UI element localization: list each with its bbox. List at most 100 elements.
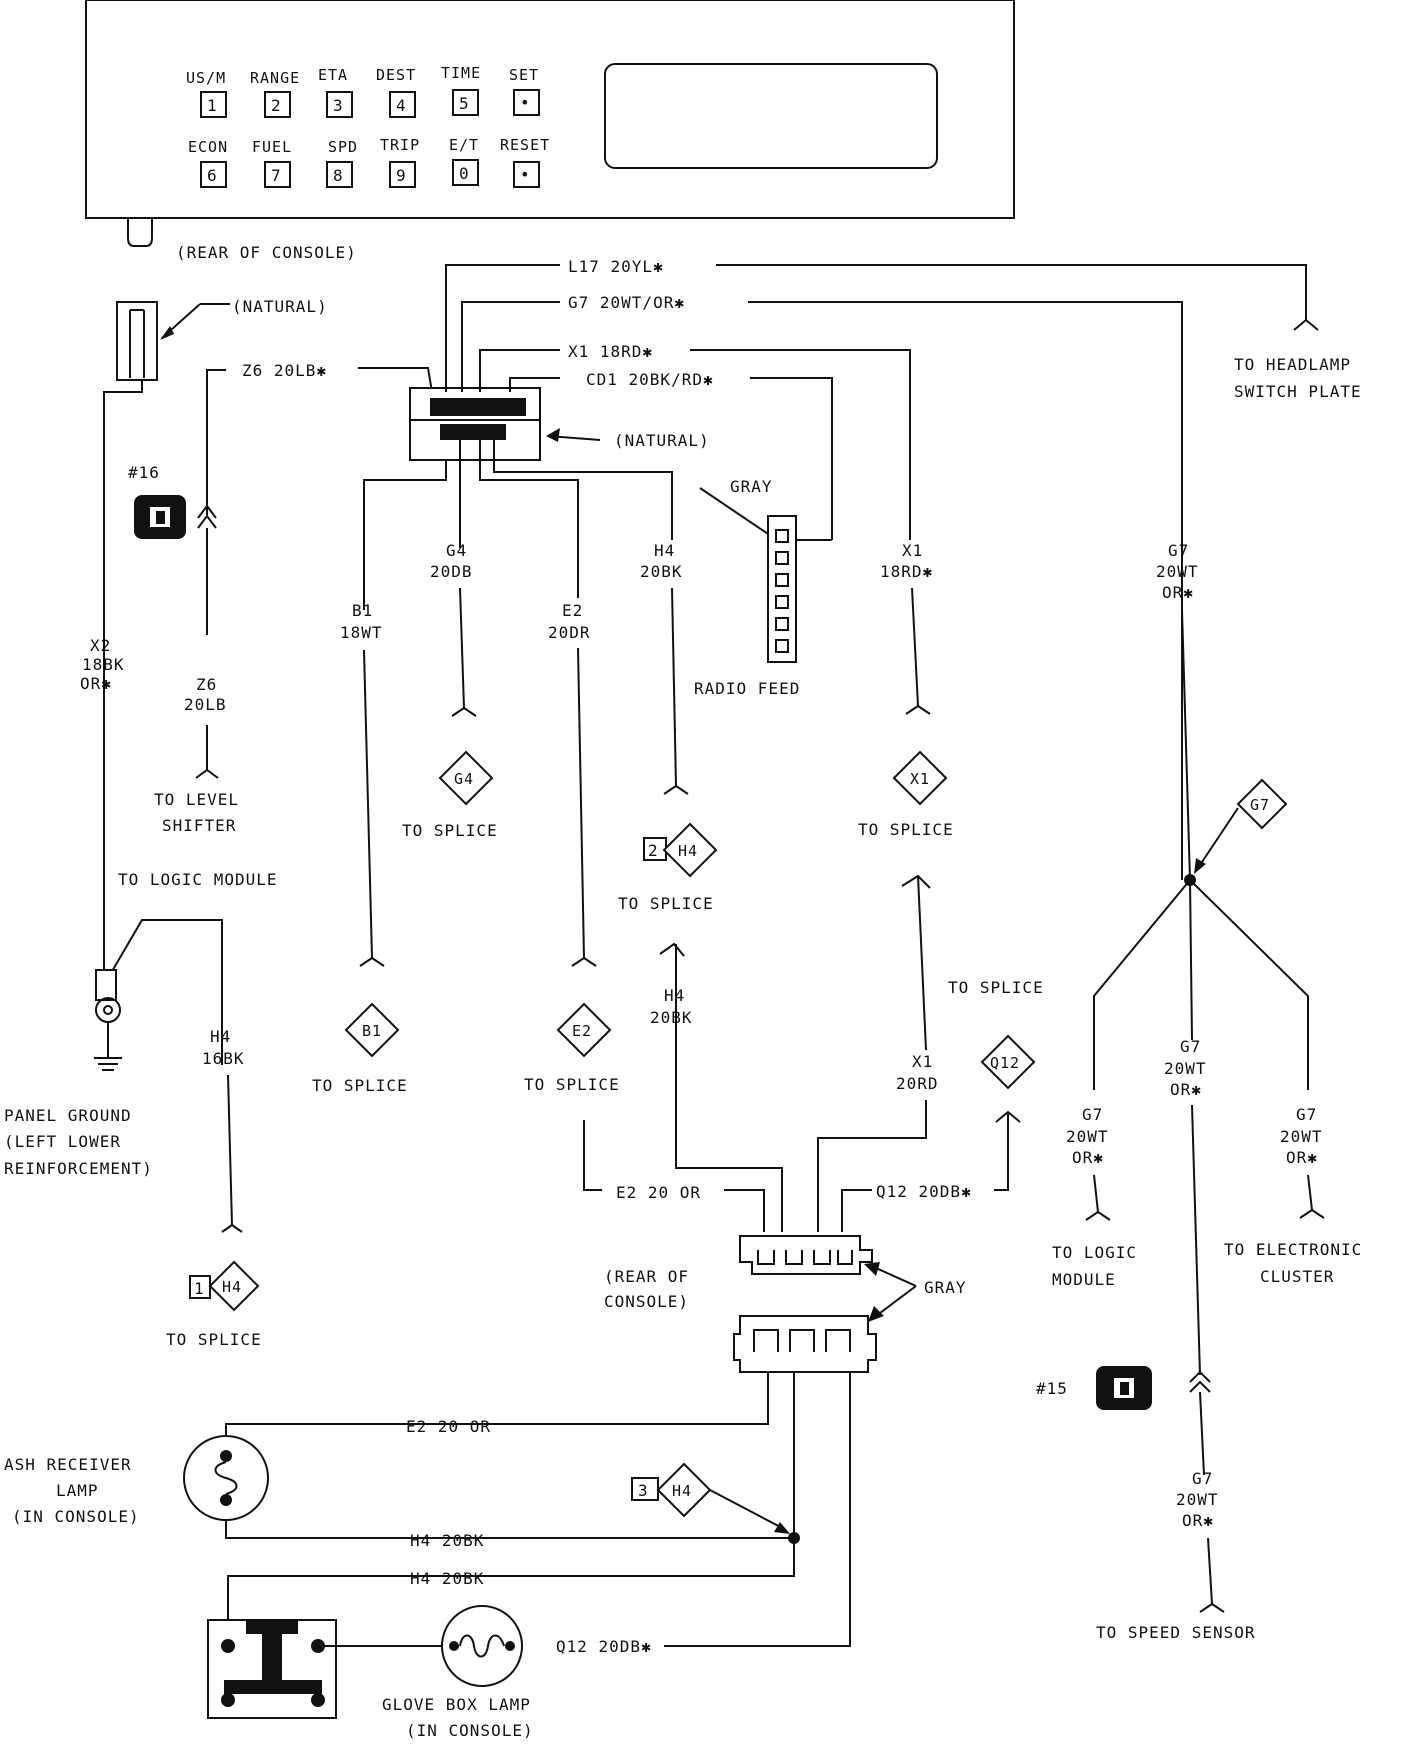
x1-label-2: 18RD✱ — [880, 562, 933, 581]
button-key-5: 5 — [459, 94, 470, 113]
g7-label-1: G7 — [1168, 541, 1189, 560]
ash-lamp-label-2: LAMP — [56, 1481, 99, 1500]
trip-computer-console: US/M RANGE ETA DEST TIME SET 1 2 3 4 5 •… — [85, 0, 1015, 262]
x1-label-1: X1 — [902, 541, 923, 560]
g7-center-label-2: 20WT — [1164, 1059, 1207, 1078]
button-label-dest: DEST — [376, 66, 416, 84]
x1-lower-label-2: 20RD — [896, 1074, 939, 1093]
x1-wire: X1 18RD✱ X1 TO SPLICE — [858, 541, 954, 839]
g7-label-2: 20WT — [1156, 562, 1199, 581]
splice-h4-1-label: H4 — [222, 1278, 242, 1296]
glove-box-switch — [207, 1619, 442, 1719]
button-2[interactable] — [264, 91, 291, 118]
g4-label-1: G4 — [446, 541, 467, 560]
button-0[interactable] — [452, 159, 479, 186]
panel-ground: PANEL GROUND (LEFT LOWER REINFORCEMENT) … — [4, 919, 262, 1349]
x2-label-1: X2 — [90, 636, 111, 655]
ref-15-label: #15 — [1036, 1379, 1068, 1398]
to-logic-module-label-1: TO LOGIC — [1052, 1243, 1137, 1262]
g7-center-label-1: G7 — [1180, 1037, 1201, 1056]
natural-label-main: (NATURAL) — [614, 431, 710, 450]
to-splice-h4-1: TO SPLICE — [166, 1330, 262, 1349]
splice-h4-3-label: H4 — [672, 1482, 692, 1500]
button-6[interactable] — [200, 161, 227, 188]
button-1[interactable] — [200, 91, 227, 118]
glove-lamp-label-1: GLOVE BOX LAMP — [382, 1695, 531, 1714]
splice-h4-3 — [656, 1462, 712, 1518]
to-splice-e2: TO SPLICE — [524, 1075, 620, 1094]
splice-e2 — [556, 1002, 612, 1058]
h4-20bk-label-b: H4 20BK — [410, 1569, 484, 1588]
g7-wire: G7 20WT OR✱ G7 G7 20WT OR✱ G7 20WT OR✱ T… — [1052, 541, 1361, 1642]
e2-label-2: 20DR — [548, 623, 591, 642]
console-display — [604, 63, 938, 169]
button-key-2: 2 — [271, 96, 282, 115]
button-4[interactable] — [389, 91, 416, 118]
button-set[interactable] — [513, 89, 540, 116]
button-7[interactable] — [264, 161, 291, 188]
splice-e2-label: E2 — [572, 1022, 592, 1040]
natural-label-left: (NATURAL) — [232, 297, 328, 316]
to-splice-x1: TO SPLICE — [858, 820, 954, 839]
e2-wire: E2 20DR E2 TO SPLICE — [479, 440, 620, 1094]
button-key-reset: • — [520, 165, 531, 184]
g7-elec-label-1: G7 — [1296, 1105, 1317, 1124]
top-wires: L17 20YL✱ TO HEADLAMP SWITCH PLATE G7 20… — [445, 257, 1362, 880]
splice-x1-label: X1 — [910, 770, 930, 788]
to-splice-b1: TO SPLICE — [312, 1076, 408, 1095]
panel-ground-label-2: (LEFT LOWER — [4, 1132, 121, 1151]
button-3[interactable] — [326, 91, 353, 118]
button-key-4: 4 — [396, 96, 407, 115]
button-row-top: US/M RANGE ETA DEST TIME SET 1 2 3 4 5 • — [186, 64, 540, 118]
headlamp-label-2: SWITCH PLATE — [1234, 382, 1362, 401]
z6-label-2: 20LB — [184, 695, 227, 714]
button-key-3: 3 — [333, 96, 344, 115]
splice-h4-2-label: H4 — [678, 842, 698, 860]
button-label-range: RANGE — [250, 69, 300, 87]
button-reset[interactable] — [513, 161, 540, 188]
rear-connector-lower — [733, 1315, 877, 1373]
button-key-6: 6 — [207, 166, 218, 185]
splice-h4-1 — [208, 1260, 260, 1312]
glove-lamp-label-2: (IN CONSOLE) — [406, 1721, 534, 1740]
h4-mid-label-2: 20BK — [650, 1008, 693, 1027]
radio-feed-connector: GRAY RADIO FEED — [694, 477, 832, 698]
l17-label: L17 20YL✱ — [568, 257, 664, 276]
splice-g7 — [1236, 778, 1288, 830]
button-label-time: TIME — [441, 64, 481, 82]
left-natural-connector: (NATURAL) — [116, 297, 328, 381]
button-row-bottom: ECON FUEL SPD TRIP E/T RESET 6 7 8 9 0 • — [188, 136, 549, 188]
to-electronic-cluster-label-2: CLUSTER — [1260, 1267, 1334, 1286]
x2-wire: X2 18BK OR✱ — [80, 380, 143, 985]
button-key-9: 9 — [396, 166, 407, 185]
g7-center-label-3: OR✱ — [1170, 1080, 1202, 1099]
g7-elec-label-3: OR✱ — [1286, 1148, 1318, 1167]
h4-left-label-2: 16BK — [202, 1049, 245, 1068]
rear-console-label-2: CONSOLE) — [604, 1292, 689, 1311]
to-splice-g4: TO SPLICE — [402, 821, 498, 840]
button-key-set: • — [520, 93, 531, 112]
g7-elec-label-2: 20WT — [1280, 1127, 1323, 1146]
rear-console-wires: H4 20BK TO SPLICE X1 20RD Q12 Q12 20DB✱ … — [583, 874, 1043, 1232]
splice-h4-2-num: 2 — [648, 841, 659, 860]
splice-q12 — [980, 1034, 1036, 1090]
glove-box-lamp: GLOVE BOX LAMP (IN CONSOLE) — [382, 1605, 534, 1740]
button-5[interactable] — [452, 89, 479, 116]
radio-feed-label: RADIO FEED — [694, 679, 800, 698]
to-speed-sensor-label: TO SPEED SENSOR — [1096, 1623, 1256, 1642]
button-8[interactable] — [326, 161, 353, 188]
b1-label-2: 18WT — [340, 623, 383, 642]
h4-wire-top: H4 20BK 2 H4 TO SPLICE — [493, 440, 718, 913]
to-splice-h4-2: TO SPLICE — [618, 894, 714, 913]
e2-20or-label-lower: E2 20 OR — [406, 1417, 491, 1436]
q12-label-lower: Q12 20DB✱ — [556, 1637, 652, 1656]
button-9[interactable] — [389, 161, 416, 188]
button-label-eta: ETA — [318, 66, 348, 84]
splice-b1 — [344, 1002, 400, 1058]
z6-label-1: Z6 — [196, 675, 217, 694]
radio-connector-body — [767, 515, 797, 663]
button-label-set: SET — [509, 66, 539, 84]
q12-label-upper: Q12 20DB✱ — [876, 1182, 972, 1201]
g7-label-3: OR✱ — [1162, 583, 1194, 602]
to-logic-module-label-2: MODULE — [1052, 1270, 1116, 1289]
